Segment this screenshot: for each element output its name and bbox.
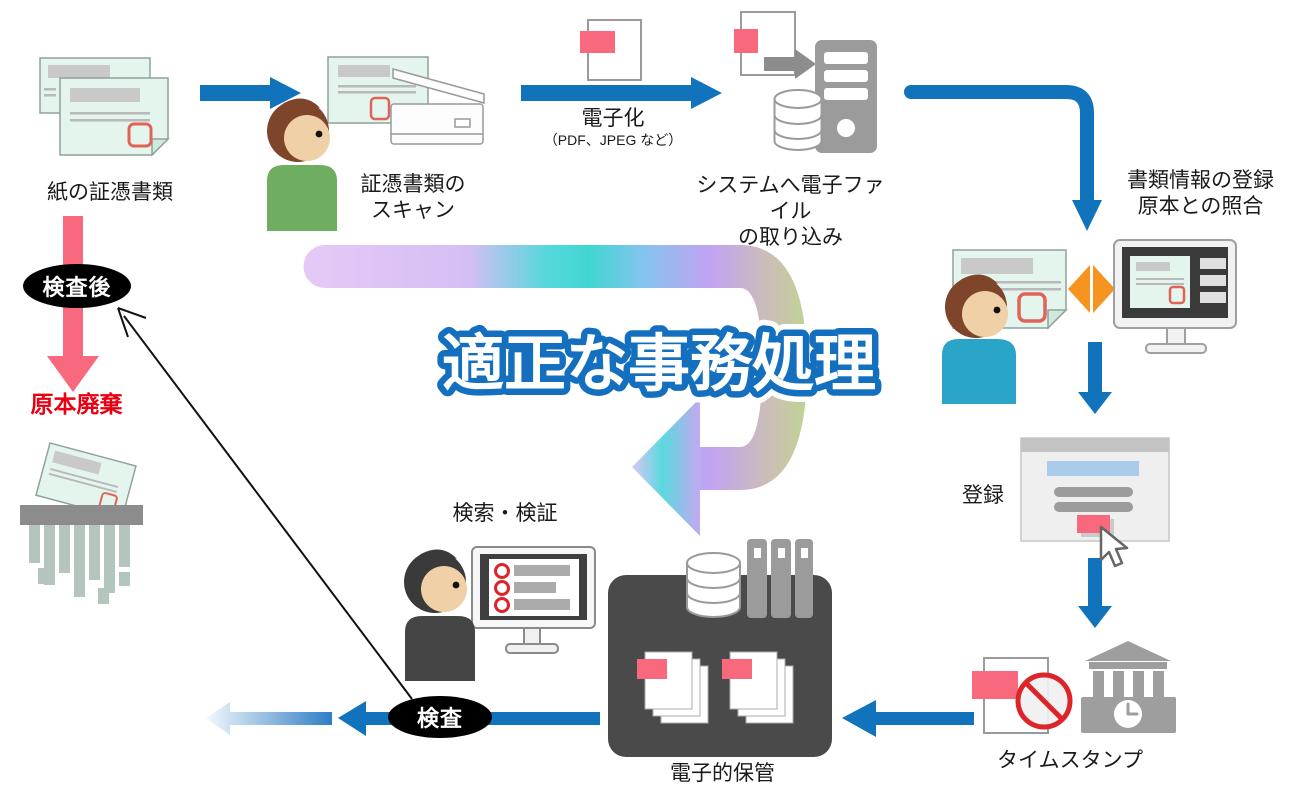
svg-text:適正な事務処理: 適正な事務処理 xyxy=(442,330,876,399)
clock-building-icon xyxy=(1081,641,1176,733)
svg-text:適正な事務処理: 適正な事務処理 xyxy=(442,330,876,399)
arrow-scan-to-digitize xyxy=(521,77,722,109)
worker-green-icon xyxy=(267,98,337,231)
arrow-elbow-head xyxy=(1072,200,1102,231)
checklist-monitor-icon xyxy=(471,546,596,654)
label-import: システムへ電子ファイル の取り込み xyxy=(696,174,885,249)
label-storage: 電子的保管 xyxy=(670,762,775,785)
label-digitize-sub: （PDF、JPEG など） xyxy=(543,132,683,148)
electronic-archive-icon xyxy=(608,539,832,757)
center-title: 適正な事務処理 適正な事務処理 適正な事務処理 xyxy=(430,318,888,411)
label-scan: 証憑書類の スキャン xyxy=(360,173,466,222)
form-window-icon xyxy=(1020,437,1170,568)
worker-teal-icon xyxy=(942,274,1016,404)
arrow-paper-to-scan xyxy=(200,77,301,109)
rainbow-loop-arrow xyxy=(303,245,807,536)
inspector-icon xyxy=(404,549,475,681)
arrow-elbow-system xyxy=(904,85,1094,209)
shredder-icon xyxy=(20,442,143,604)
stored-files-icon xyxy=(637,651,794,724)
import-arrow-icon xyxy=(764,49,816,79)
paper-documents-icon xyxy=(39,57,170,157)
label-register-info: 書類情報の登録 原本との照合 xyxy=(1127,169,1274,218)
stamped-file-icon xyxy=(580,19,642,81)
badge-after-inspection: 検査後 xyxy=(23,264,131,308)
label-discard-original: 原本廃棄 xyxy=(30,391,123,417)
server-database-icon xyxy=(734,11,877,153)
flatbed-scanner-icon xyxy=(327,56,485,145)
label-register: 登録 xyxy=(962,484,1004,507)
label-timestamp: タイムスタンプ xyxy=(997,749,1143,772)
compare-arrows-icon xyxy=(1068,265,1115,313)
flow-arrows xyxy=(200,77,1112,737)
label-paper-documents: 紙の証憑書類 xyxy=(47,181,173,204)
svg-text:適正な事務処理: 適正な事務処理 xyxy=(442,330,876,399)
monitor-preview-icon xyxy=(1113,239,1237,354)
arrow-fading xyxy=(206,702,332,735)
mouse-cursor-icon xyxy=(1099,525,1129,568)
no-sign-icon xyxy=(1015,672,1073,730)
inspection-pointer-line xyxy=(117,307,413,700)
badge-inspection: 検査 xyxy=(388,696,492,738)
label-digitize: 電子化 xyxy=(581,107,645,130)
label-search-verify: 検索・検証 xyxy=(452,502,558,525)
